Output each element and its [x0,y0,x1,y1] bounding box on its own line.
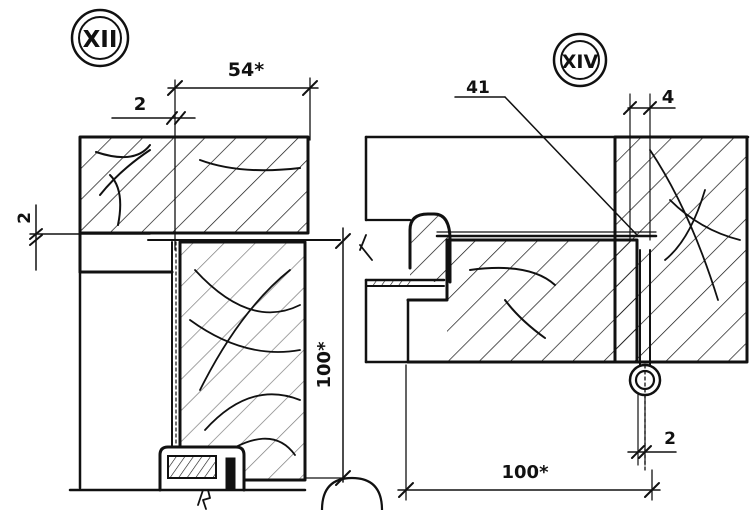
dimension-bottom-gap: 2 [627,394,677,466]
vertical-door-board [29,233,341,482]
dimension-top-width-label: 54* [228,59,264,81]
callout-41: 41 [454,78,639,237]
dimension-left-gap: 2 [111,94,196,125]
dimension-height-label: 100* [314,341,335,389]
partial-detail-marker [320,476,384,510]
callout-41-label: 41 [466,78,490,98]
dimension-top-width: 54* [167,59,319,251]
dimension-top-gap: 4 [623,87,676,241]
dimension-height: 100* [305,227,353,486]
detail-marker-xiv-label: XIV [562,51,599,73]
detail-marker-xii-label: XII [83,27,118,53]
top-frame-board [78,135,310,235]
detail-marker-xiv: XIV [552,32,608,88]
glazing-bead [359,212,452,287]
dimension-side-gap-label: 2 [15,212,35,224]
dimension-width-label: 100* [502,462,550,483]
dimension-width: 100* [397,364,661,501]
detail-xii: XII [15,8,384,510]
wall-section [78,231,174,490]
dimension-side-gap: 2 [15,204,43,271]
dimension-bottom-gap-label: 2 [664,429,676,449]
detail-xiv: XIV [359,32,750,501]
lock-block [68,445,307,510]
detail-marker-xii: XII [70,8,130,68]
dimension-top-gap-label: 4 [662,87,675,108]
door-panel [406,231,658,364]
dimension-left-gap-label: 2 [134,94,147,115]
